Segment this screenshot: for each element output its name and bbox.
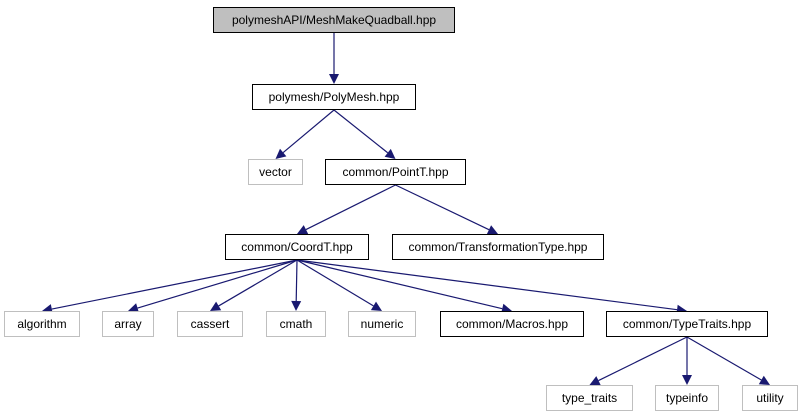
edge-coordt-to-cassert: [218, 259, 298, 307]
node-utility: utility: [742, 385, 798, 411]
edge-coordt-to-typetraits: [296, 259, 678, 311]
arrowhead-coordt: [297, 225, 309, 234]
edge-coordt-to-array: [137, 259, 298, 309]
arrowhead-cassert: [210, 301, 222, 311]
arrowhead-vector: [275, 148, 287, 159]
arrowhead-cmath: [291, 300, 302, 311]
node-mesh-make-quadball: polymeshAPI/MeshMakeQuadball.hpp: [213, 7, 455, 33]
node-typetraits[interactable]: common/TypeTraits.hpp: [606, 311, 768, 337]
edge-coordt-to-algorithm: [51, 259, 298, 310]
node-typeinfo: typeinfo: [655, 385, 719, 411]
node-macros[interactable]: common/Macros.hpp: [440, 311, 584, 337]
arrowhead-transformation: [486, 225, 498, 235]
edge-typetraits-to-utility: [686, 336, 762, 381]
node-transformation-type[interactable]: common/TransformationType.hpp: [392, 234, 604, 260]
node-cassert: cassert: [177, 311, 243, 337]
node-type-traits: type_traits: [546, 385, 633, 411]
node-coordt[interactable]: common/CoordT.hpp: [225, 234, 369, 260]
arrowhead-utility: [758, 375, 770, 385]
edge-polymesh-to-vector: [282, 109, 335, 154]
edge-pointt-to-transformation: [395, 184, 490, 231]
edge-coordt-to-macros: [296, 259, 503, 310]
edge-pointt-to-coordt: [305, 184, 396, 231]
node-algorithm: algorithm: [4, 311, 80, 337]
node-vector: vector: [248, 159, 303, 185]
arrowhead-typeinfo: [682, 375, 692, 385]
node-polymesh[interactable]: polymesh/PolyMesh.hpp: [252, 84, 416, 110]
arrowhead-polymesh: [329, 74, 339, 84]
node-cmath: cmath: [266, 311, 326, 337]
node-numeric: numeric: [348, 311, 416, 337]
arrowhead-numeric: [370, 301, 382, 311]
arrowhead-pointt: [384, 148, 396, 159]
edge-coordt-to-cmath: [295, 259, 298, 302]
arrowhead-array: [128, 303, 139, 313]
node-pointt[interactable]: common/PointT.hpp: [325, 159, 466, 185]
node-array: array: [102, 311, 154, 337]
edge-polymesh-to-pointt: [333, 109, 389, 154]
edge-typetraits-to-type_traits: [598, 336, 688, 382]
edge-coordt-to-numeric: [296, 259, 374, 307]
arrowhead-type_traits: [589, 376, 601, 386]
